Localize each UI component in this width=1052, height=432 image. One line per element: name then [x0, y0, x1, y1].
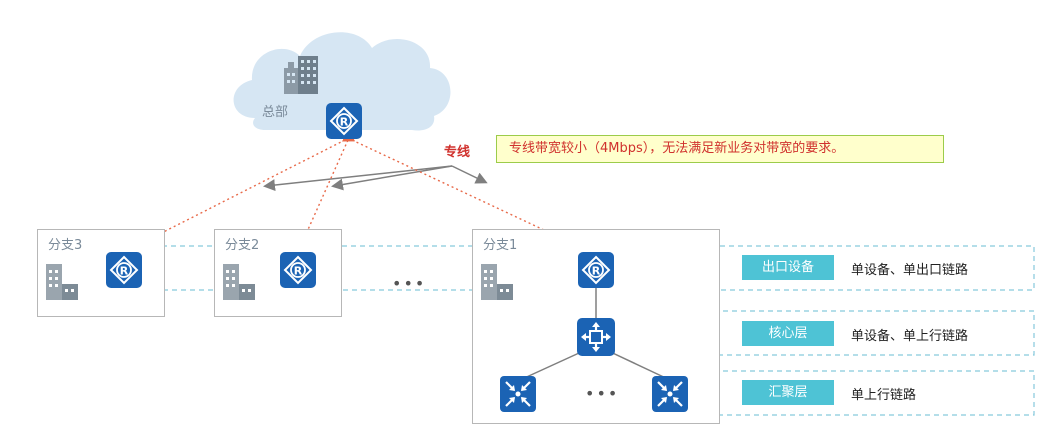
bandwidth-note: 专线带宽较小（4Mbps），无法满足新业务对带宽的要求。 — [496, 135, 944, 163]
core-switch-icon[interactable] — [577, 318, 615, 356]
branch-2-box — [214, 229, 342, 317]
hq-building-icon — [282, 52, 324, 96]
branch-2-router-icon[interactable]: R — [280, 252, 316, 288]
branch-2-building-icon — [221, 258, 257, 302]
leased-line-label: 专线 — [444, 145, 471, 160]
layer-desc-egress: 单设备、单出口链路 — [851, 263, 969, 278]
branch-ellipsis: ••• — [392, 274, 427, 293]
callout-arrows — [263, 165, 488, 192]
branch-1-router-icon[interactable]: R — [578, 252, 614, 288]
aggregation-switch-right-icon[interactable] — [652, 376, 688, 412]
branch-3-label: 分支3 — [48, 238, 83, 253]
svg-text:R: R — [592, 265, 601, 278]
layer-desc-aggregation: 单上行链路 — [851, 388, 917, 403]
svg-text:R: R — [120, 265, 129, 278]
hq-router-icon[interactable]: R — [326, 103, 362, 139]
branch-1-label: 分支1 — [483, 238, 518, 253]
svg-text:R: R — [294, 265, 303, 278]
aggregation-ellipsis: ••• — [585, 384, 620, 403]
aggregation-switch-left-icon[interactable] — [500, 376, 536, 412]
layer-tag-core: 核心层 — [742, 321, 834, 346]
branch-3-router-icon[interactable]: R — [106, 252, 142, 288]
layer-tag-egress: 出口设备 — [742, 255, 834, 280]
layer-tag-aggregation: 汇聚层 — [742, 380, 834, 405]
hq-cloud — [233, 32, 451, 131]
branch-3-building-icon — [44, 258, 80, 302]
svg-text:R: R — [340, 116, 349, 129]
layer-desc-core: 单设备、单上行链路 — [851, 329, 969, 344]
branch-1-building-icon — [479, 258, 515, 302]
hq-label: 总部 — [262, 105, 289, 120]
branch-2-label: 分支2 — [225, 238, 260, 253]
